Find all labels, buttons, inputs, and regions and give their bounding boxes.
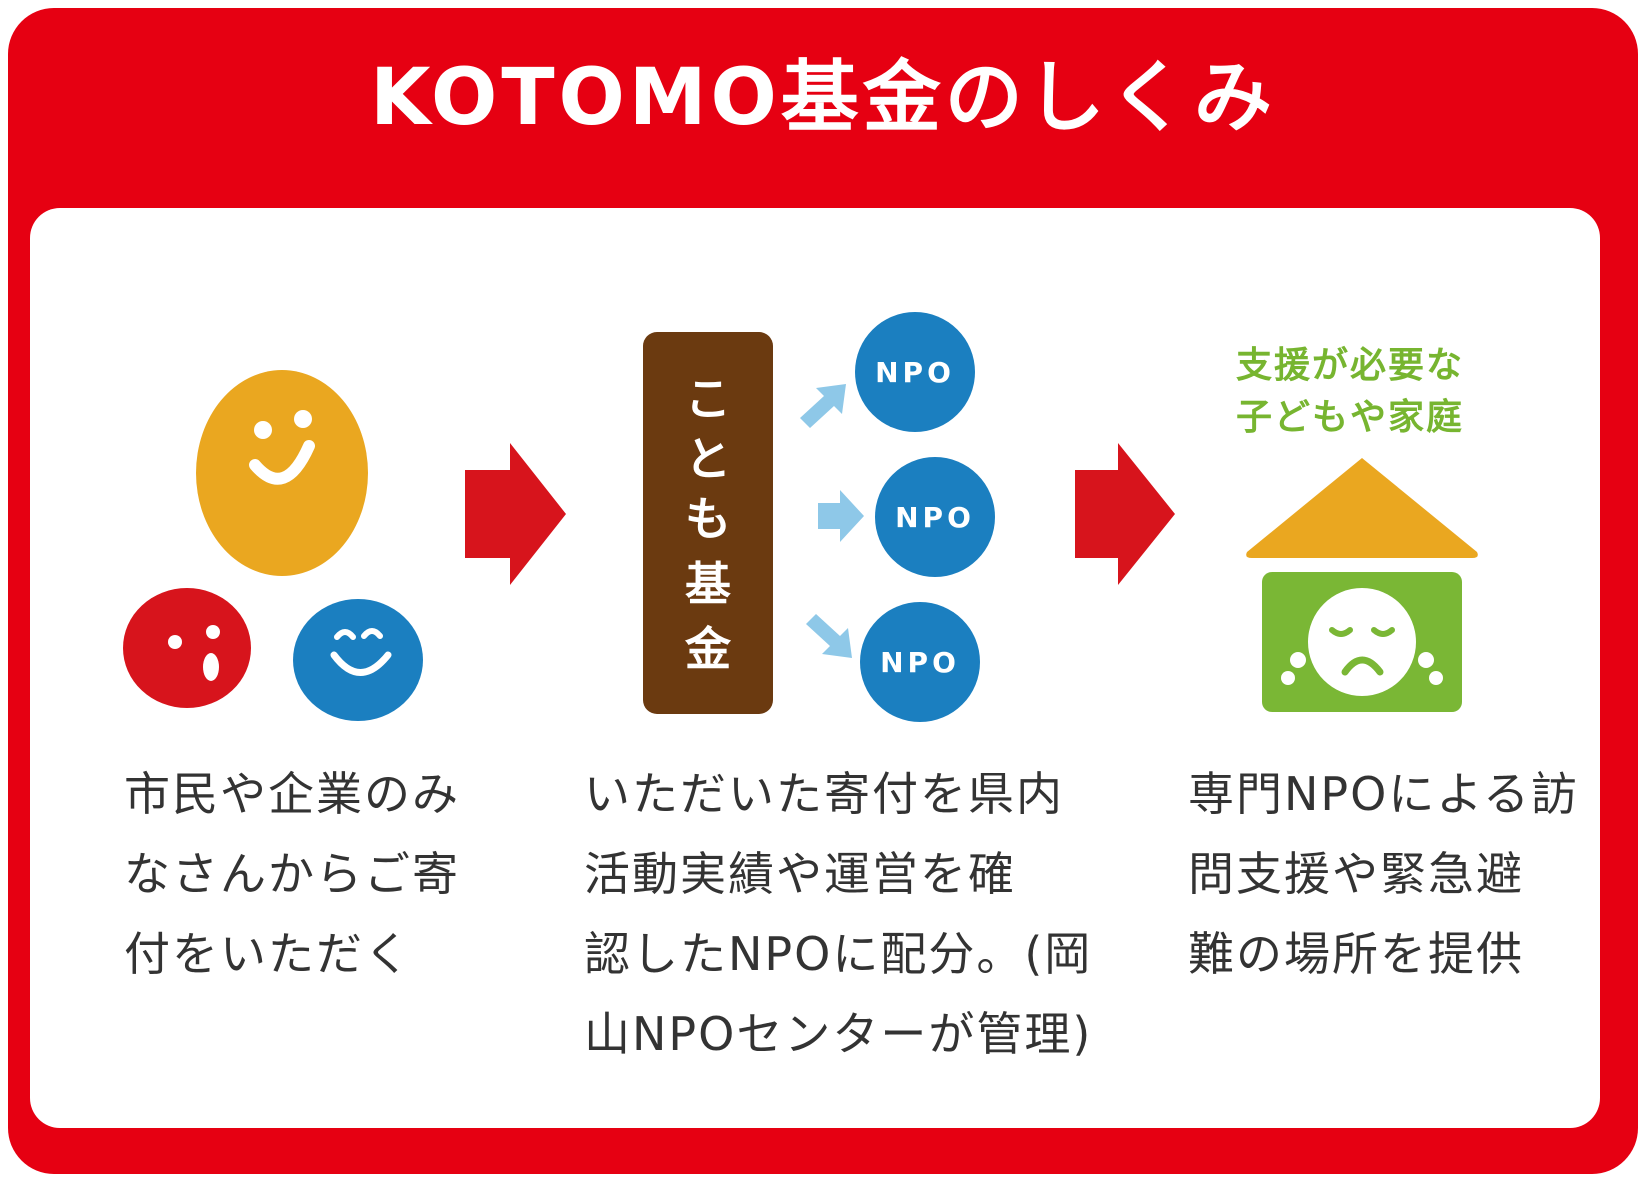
recipients-label-line: 支援が必要な <box>1235 345 1464 386</box>
fund-description: いただいた寄付を県内 活動実績や運営を確 認したNPOに配分。(岡 山NPOセン… <box>584 754 1092 1074</box>
description-line: 問支援や緊急避 <box>1188 847 1524 901</box>
fund-label-char: 基 <box>685 557 731 611</box>
small-arrow-icon <box>818 490 864 542</box>
small-arrow-icon <box>800 384 846 428</box>
recipients-label-line: 子どもや家庭 <box>1235 397 1464 438</box>
npo-circle: NPO <box>860 602 980 722</box>
npo-label: NPO <box>895 501 975 534</box>
description-line: いただいた寄付を県内 <box>584 767 1064 821</box>
description-line: 付をいただく <box>124 927 412 981</box>
description-line: 認したNPOに配分。(岡 <box>584 927 1093 981</box>
laughing-face-icon <box>293 599 423 721</box>
description-line: 市民や企業のみ <box>124 767 460 821</box>
npo-circle: NPO <box>875 457 995 577</box>
crying-face-icon <box>1281 588 1443 696</box>
description-line: なさんからご寄 <box>124 847 460 901</box>
npo-circle: NPO <box>855 312 975 432</box>
recipients-label: 支援が必要な 子どもや家庭 <box>1185 340 1515 444</box>
recipients-description: 専門NPOによる訪 問支援や緊急避 難の場所を提供 <box>1188 754 1579 994</box>
flow-arrow-icon <box>1075 443 1175 585</box>
fund-label-char: こ <box>685 372 731 426</box>
fund-label-char: も <box>685 492 731 546</box>
flow-arrow-icon <box>465 443 566 585</box>
page-title: KOTOMO基金のしくみ <box>370 53 1276 143</box>
small-arrow-icon <box>806 614 852 658</box>
npo-label: NPO <box>875 356 955 389</box>
description-line: 専門NPOによる訪 <box>1188 767 1579 821</box>
fund-label-char: 金 <box>684 622 732 676</box>
description-line: 難の場所を提供 <box>1188 927 1524 981</box>
fund-label-char: と <box>685 432 731 486</box>
npo-label: NPO <box>880 646 960 679</box>
smiling-face-icon <box>196 370 368 576</box>
kodomo-fund-bar: こ と も 基 金 <box>643 332 773 714</box>
surprised-face-icon <box>123 588 251 708</box>
description-line: 山NPOセンターが管理) <box>584 1007 1093 1061</box>
description-line: 活動実績や運営を確 <box>584 847 1016 901</box>
donors-description: 市民や企業のみ なさんからご寄 付をいただく <box>124 754 460 994</box>
